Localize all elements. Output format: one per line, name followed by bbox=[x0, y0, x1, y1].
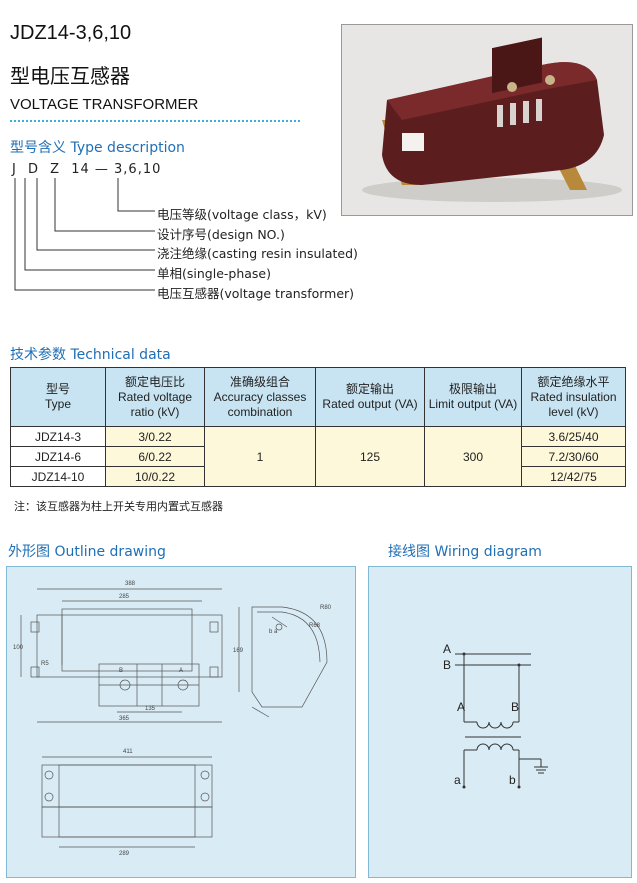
legend-voltage-transformer: 电压互感器(voltage transformer) bbox=[157, 286, 355, 301]
wiring-label-a-top: A bbox=[443, 642, 451, 656]
wiring-label-b-primary: B bbox=[511, 700, 519, 714]
product-title-en: VOLTAGE TRANSFORMER bbox=[10, 96, 199, 113]
product-title-cn: 型电压互感器 bbox=[10, 64, 130, 88]
wiring-label-b-top: B bbox=[443, 658, 451, 672]
dim-388: 388 bbox=[125, 581, 136, 587]
technical-data-heading: 技术参数 Technical data bbox=[10, 347, 171, 363]
cell-ratio: 10/0.22 bbox=[105, 466, 205, 487]
dim-r80: R80 bbox=[320, 605, 332, 611]
outline-drawing: 388 285 100 R5 B A 135 365 169 R80 R68 b… bbox=[13, 581, 332, 857]
dim-365: 365 bbox=[119, 716, 130, 722]
cell-ratio: 3/0.22 bbox=[105, 426, 205, 447]
cell-insulation: 7.2/30/60 bbox=[521, 446, 626, 467]
code-letter-d: D bbox=[27, 162, 39, 177]
code-letter-z: Z bbox=[50, 162, 61, 177]
wiring-diagram-heading: 接线图 Wiring diagram bbox=[388, 544, 542, 560]
dim-169: 169 bbox=[233, 648, 244, 654]
table-note: 注：该互感器为柱上开关专用内置式互感器 bbox=[14, 500, 223, 513]
dim-289: 289 bbox=[119, 851, 130, 857]
dim-r68: R68 bbox=[309, 623, 321, 629]
wiring-diagram-panel: A B A B a b bbox=[368, 566, 632, 878]
code-suffix: 3,6,10 bbox=[114, 162, 162, 177]
label-b-terminal: B bbox=[119, 668, 123, 674]
outline-drawing-panel: 388 285 100 R5 B A 135 365 169 R80 R68 b… bbox=[6, 566, 356, 878]
cell-rated-output: 125 bbox=[315, 426, 425, 487]
cell-type: JDZ14-6 bbox=[10, 446, 106, 467]
product-photo bbox=[341, 24, 633, 216]
dim-411: 411 bbox=[123, 749, 133, 755]
cell-type: JDZ14-10 bbox=[10, 466, 106, 487]
cell-type: JDZ14-3 bbox=[10, 426, 106, 447]
code-number-14: 14 bbox=[71, 162, 90, 177]
wiring-label-a-secondary: a bbox=[454, 773, 461, 787]
table-row: JDZ14-10 10/0.22 12/42/75 bbox=[10, 466, 626, 487]
code-letter-j: J bbox=[12, 162, 17, 177]
label-a-terminal: A bbox=[179, 668, 183, 674]
table-row: JDZ14-6 6/0.22 7.2/30/60 bbox=[10, 446, 626, 467]
cell-accuracy: 1 bbox=[204, 426, 316, 487]
label-b-a: b a bbox=[269, 629, 278, 635]
type-description-heading: 型号含义 Type description bbox=[10, 140, 185, 156]
code-dash: — bbox=[94, 162, 109, 177]
cell-limit-output: 300 bbox=[424, 426, 522, 487]
cell-insulation: 12/42/75 bbox=[521, 466, 626, 487]
wiring-label-a-primary: A bbox=[457, 700, 465, 714]
dotted-divider bbox=[10, 120, 300, 122]
legend-single-phase: 单相(single-phase) bbox=[157, 266, 271, 281]
table-row: JDZ14-3 3/0.22 1 125 300 3.6/25/40 bbox=[10, 426, 626, 487]
cell-insulation: 3.6/25/40 bbox=[521, 426, 626, 447]
legend-voltage-class: 电压等级(voltage class，kV) bbox=[157, 207, 327, 222]
legend-design-no: 设计序号(design NO.) bbox=[157, 227, 285, 242]
wiring-label-b-secondary: b bbox=[509, 773, 516, 787]
type-legend-lines bbox=[14, 178, 155, 291]
dim-r5: R5 bbox=[41, 661, 49, 667]
dim-135: 135 bbox=[145, 706, 156, 712]
wiring-diagram: A B A B a b bbox=[443, 642, 548, 789]
dim-285: 285 bbox=[119, 594, 130, 600]
dim-100: 100 bbox=[13, 645, 24, 651]
transformer-image bbox=[342, 25, 632, 215]
cell-ratio: 6/0.22 bbox=[105, 446, 205, 467]
outline-drawing-heading: 外形图 Outline drawing bbox=[8, 544, 166, 560]
legend-casting-resin: 浇注绝缘(casting resin insulated) bbox=[157, 246, 358, 261]
type-code: J D Z 14 — 3,6,10 bbox=[12, 162, 161, 177]
model-title: JDZ14-3,6,10 bbox=[10, 22, 132, 44]
